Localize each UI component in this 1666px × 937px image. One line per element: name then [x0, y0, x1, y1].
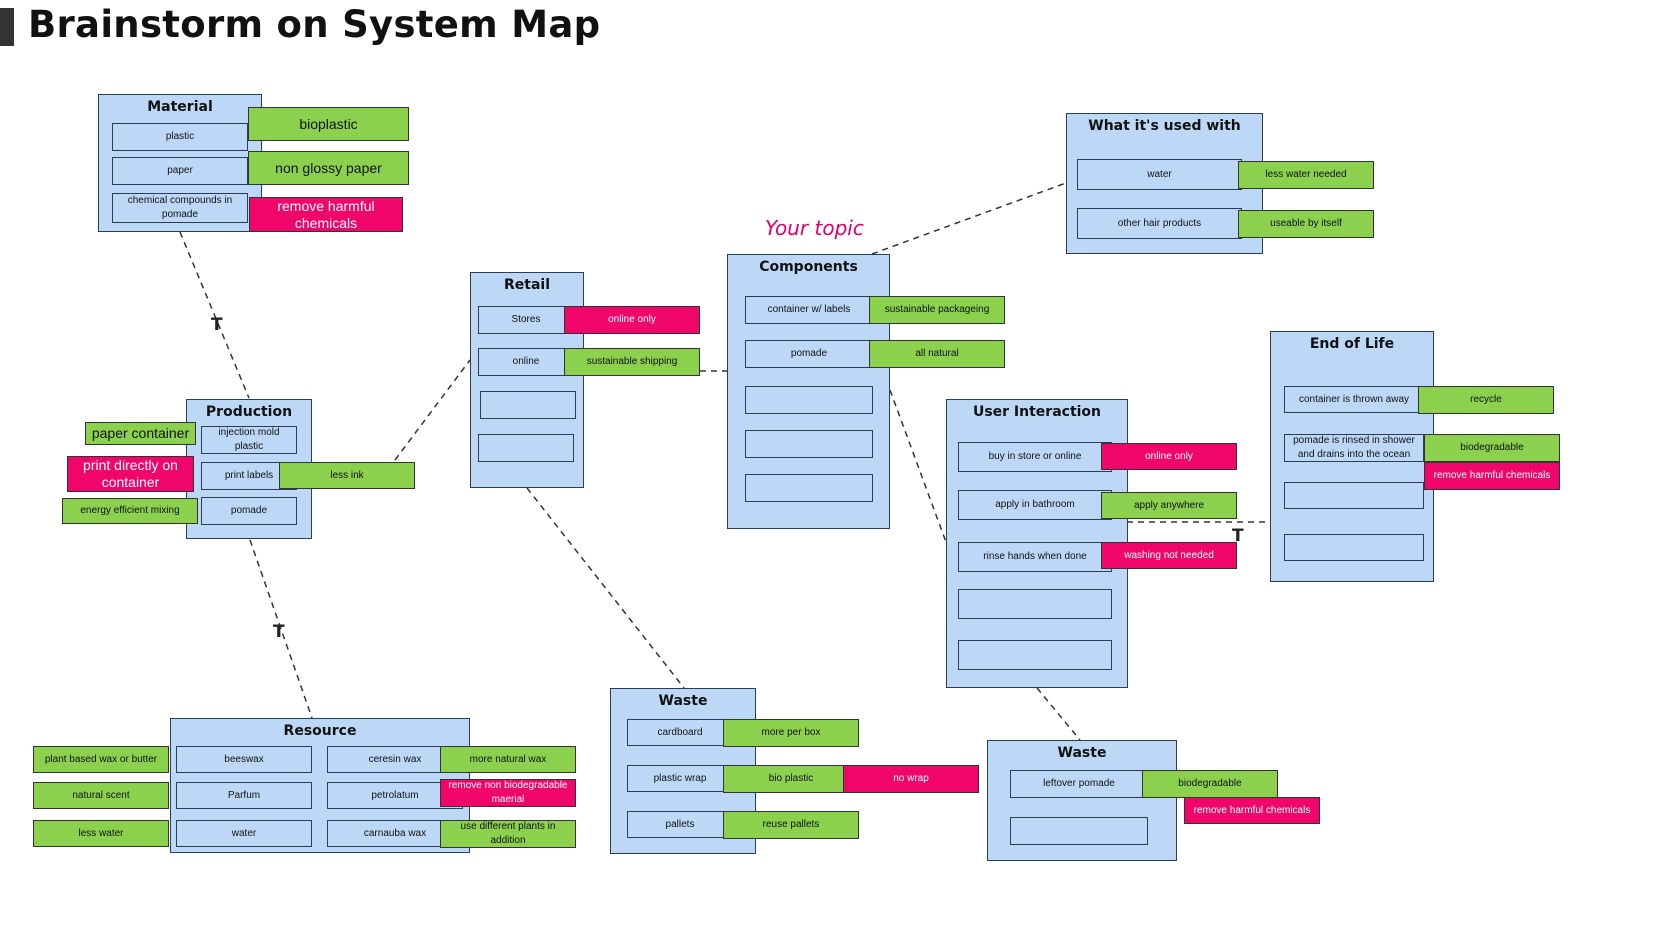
resource-note: more natural wax — [440, 746, 576, 773]
end-of-life-item: container is thrown away — [1284, 386, 1424, 413]
end-of-life-item: pomade is rinsed in shower and drains in… — [1284, 434, 1424, 462]
waste-right-note: biodegradable — [1142, 770, 1278, 798]
waste-right-note: remove harmful chemicals — [1184, 797, 1320, 824]
material-item: paper — [112, 157, 248, 185]
resource-note: less water — [33, 820, 169, 847]
waste-left-item: plastic wrap — [627, 765, 733, 792]
waste-left-item: cardboard — [627, 719, 733, 746]
components-item — [745, 430, 873, 458]
connector-marker: T — [1232, 526, 1244, 546]
waste-left-note: bio plastic — [723, 765, 859, 793]
used-with-note: useable by itself — [1238, 210, 1374, 238]
resource-item: water — [176, 820, 312, 847]
connector-interaction-waste — [1036, 687, 1081, 741]
used-with-item: water — [1077, 159, 1242, 190]
retail-note: online only — [564, 306, 700, 334]
production-title: Production — [205, 404, 293, 420]
material-item: plastic — [112, 123, 248, 151]
waste-right-item — [1010, 817, 1148, 845]
title-accent-bar — [0, 8, 14, 46]
components-title: Components — [759, 259, 858, 275]
connector-production-retail — [394, 359, 471, 461]
connector-material-production — [179, 231, 250, 399]
components-item: container w/ labels — [745, 296, 873, 324]
resource-note: remove non biodegradable maerial — [440, 779, 576, 807]
used-with-item: other hair products — [1077, 208, 1242, 239]
production-note: paper container — [85, 422, 196, 445]
components-note: all natural — [869, 340, 1005, 368]
user-interaction-item — [958, 640, 1112, 670]
used-with-title: What it's used with — [1088, 118, 1241, 134]
end-of-life-note: biodegradable — [1424, 434, 1560, 462]
production-note: less ink — [279, 462, 415, 489]
user-interaction-note: washing not needed — [1101, 542, 1237, 569]
user-interaction-item — [958, 589, 1112, 619]
user-interaction-note: online only — [1101, 443, 1237, 470]
production-note: print directly on container — [67, 456, 194, 492]
production-item: injection mold plastic — [201, 426, 297, 454]
material-title: Material — [147, 99, 213, 115]
material-item: chemical compounds in pomade — [112, 193, 248, 223]
waste-left-note: more per box — [723, 719, 859, 747]
end-of-life-title: End of Life — [1309, 336, 1395, 352]
waste-left-title: Waste — [658, 693, 708, 709]
waste-right-item: leftover pomade — [1010, 770, 1148, 798]
connector-components-usedwith — [871, 182, 1067, 255]
resource-title: Resource — [283, 723, 357, 739]
waste-left-item: pallets — [627, 811, 733, 838]
end-of-life-note: recycle — [1418, 386, 1554, 414]
end-of-life-item — [1284, 534, 1424, 561]
components-item: pomade — [745, 340, 873, 368]
resource-item: Parfum — [176, 782, 312, 809]
user-interaction-item: rinse hands when done — [958, 542, 1112, 572]
components-item — [745, 386, 873, 414]
resource-note: use different plants in addition — [440, 820, 576, 848]
retail-item — [478, 434, 574, 462]
your-topic-label: Your topic — [765, 216, 864, 240]
material-note: remove harmful chemicals — [249, 197, 403, 232]
waste-right-title: Waste — [1057, 745, 1107, 761]
user-interaction-note: apply anywhere — [1101, 492, 1237, 519]
connector-components-interaction — [889, 389, 947, 543]
production-note: energy efficient mixing — [62, 498, 198, 524]
waste-left-note: reuse pallets — [723, 811, 859, 839]
resource-note: natural scent — [33, 782, 169, 809]
resource-note: plant based wax or butter — [33, 746, 169, 773]
components-note: sustainable packageing — [869, 296, 1005, 324]
user-interaction-title: User Interaction — [972, 404, 1102, 420]
production-item: pomade — [201, 497, 297, 525]
connector-marker: T — [273, 622, 285, 642]
user-interaction-item: apply in bathroom — [958, 490, 1112, 520]
end-of-life-note: remove harmful chemicals — [1424, 462, 1560, 490]
retail-item: online — [478, 348, 574, 376]
connector-marker: T — [211, 315, 223, 335]
retail-title: Retail — [503, 277, 550, 293]
retail-item: Stores — [478, 306, 574, 334]
retail-item — [480, 391, 576, 419]
retail-note: sustainable shipping — [564, 348, 700, 376]
resource-item: beeswax — [176, 746, 312, 773]
page-title: Brainstorm on System Map — [28, 3, 601, 46]
material-note: bioplastic — [248, 107, 409, 141]
used-with-note: less water needed — [1238, 161, 1374, 189]
user-interaction-item: buy in store or online — [958, 442, 1112, 472]
material-note: non glossy paper — [248, 151, 409, 185]
connector-production-resource — [249, 539, 313, 719]
connector-retail-waste — [526, 487, 685, 689]
end-of-life-item — [1284, 482, 1424, 509]
components-item — [745, 474, 873, 502]
waste-left-note: no wrap — [843, 765, 979, 793]
